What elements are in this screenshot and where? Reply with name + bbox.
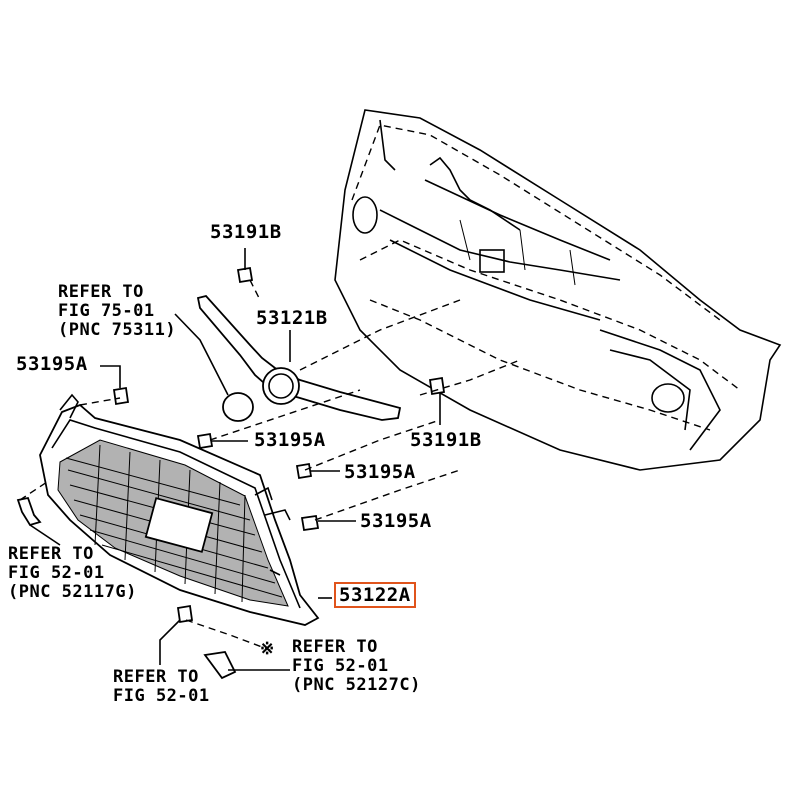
reference-fig52-left-line2: FIG 52-01 bbox=[8, 563, 105, 583]
reference-fig52-right-line3: (PNC 52127C) bbox=[292, 675, 421, 695]
reference-fig52-bottom-line1: REFER TO bbox=[113, 667, 199, 687]
radiator-grille bbox=[39, 393, 320, 626]
reference-fig52-bottom[interactable]: REFER TO FIG 52-01 bbox=[113, 668, 210, 706]
callout-53195a-mid[interactable]: 53195A bbox=[254, 429, 326, 451]
reference-fig75[interactable]: REFER TO FIG 75-01 (PNC 75311) bbox=[58, 283, 176, 340]
reference-fig75-line1: REFER TO bbox=[58, 282, 144, 302]
reference-fig52-left-line3: (PNC 52117G) bbox=[8, 582, 137, 602]
callout-53195a-left[interactable]: 53195A bbox=[16, 353, 88, 375]
bumper-cover bbox=[334, 109, 782, 471]
callout-53195a-right1[interactable]: 53195A bbox=[344, 461, 416, 483]
leader-lines bbox=[29, 248, 441, 671]
callout-53191b-right[interactable]: 53191B bbox=[410, 429, 482, 451]
callout-53191b-top[interactable]: 53191B bbox=[210, 221, 282, 243]
reference-fig52-left-line1: REFER TO bbox=[8, 544, 94, 564]
upper-molding bbox=[196, 294, 402, 422]
reference-mark-icon: ※ bbox=[260, 639, 275, 659]
assembly-lines bbox=[19, 279, 521, 651]
reference-fig75-line2: FIG 75-01 bbox=[58, 301, 155, 321]
reference-fig52-right-line2: FIG 52-01 bbox=[292, 656, 389, 676]
reference-fig52-left[interactable]: REFER TO FIG 52-01 (PNC 52117G) bbox=[8, 545, 137, 602]
reference-fig75-line3: (PNC 75311) bbox=[58, 320, 177, 340]
clips bbox=[16, 266, 446, 680]
callout-53195a-right2[interactable]: 53195A bbox=[360, 510, 432, 532]
reference-fig52-right-line1: REFER TO bbox=[292, 637, 378, 657]
callout-53122a-highlighted[interactable]: 53122A bbox=[334, 582, 416, 608]
callout-53121b[interactable]: 53121B bbox=[256, 307, 328, 329]
reference-fig52-bottom-line2: FIG 52-01 bbox=[113, 686, 210, 706]
